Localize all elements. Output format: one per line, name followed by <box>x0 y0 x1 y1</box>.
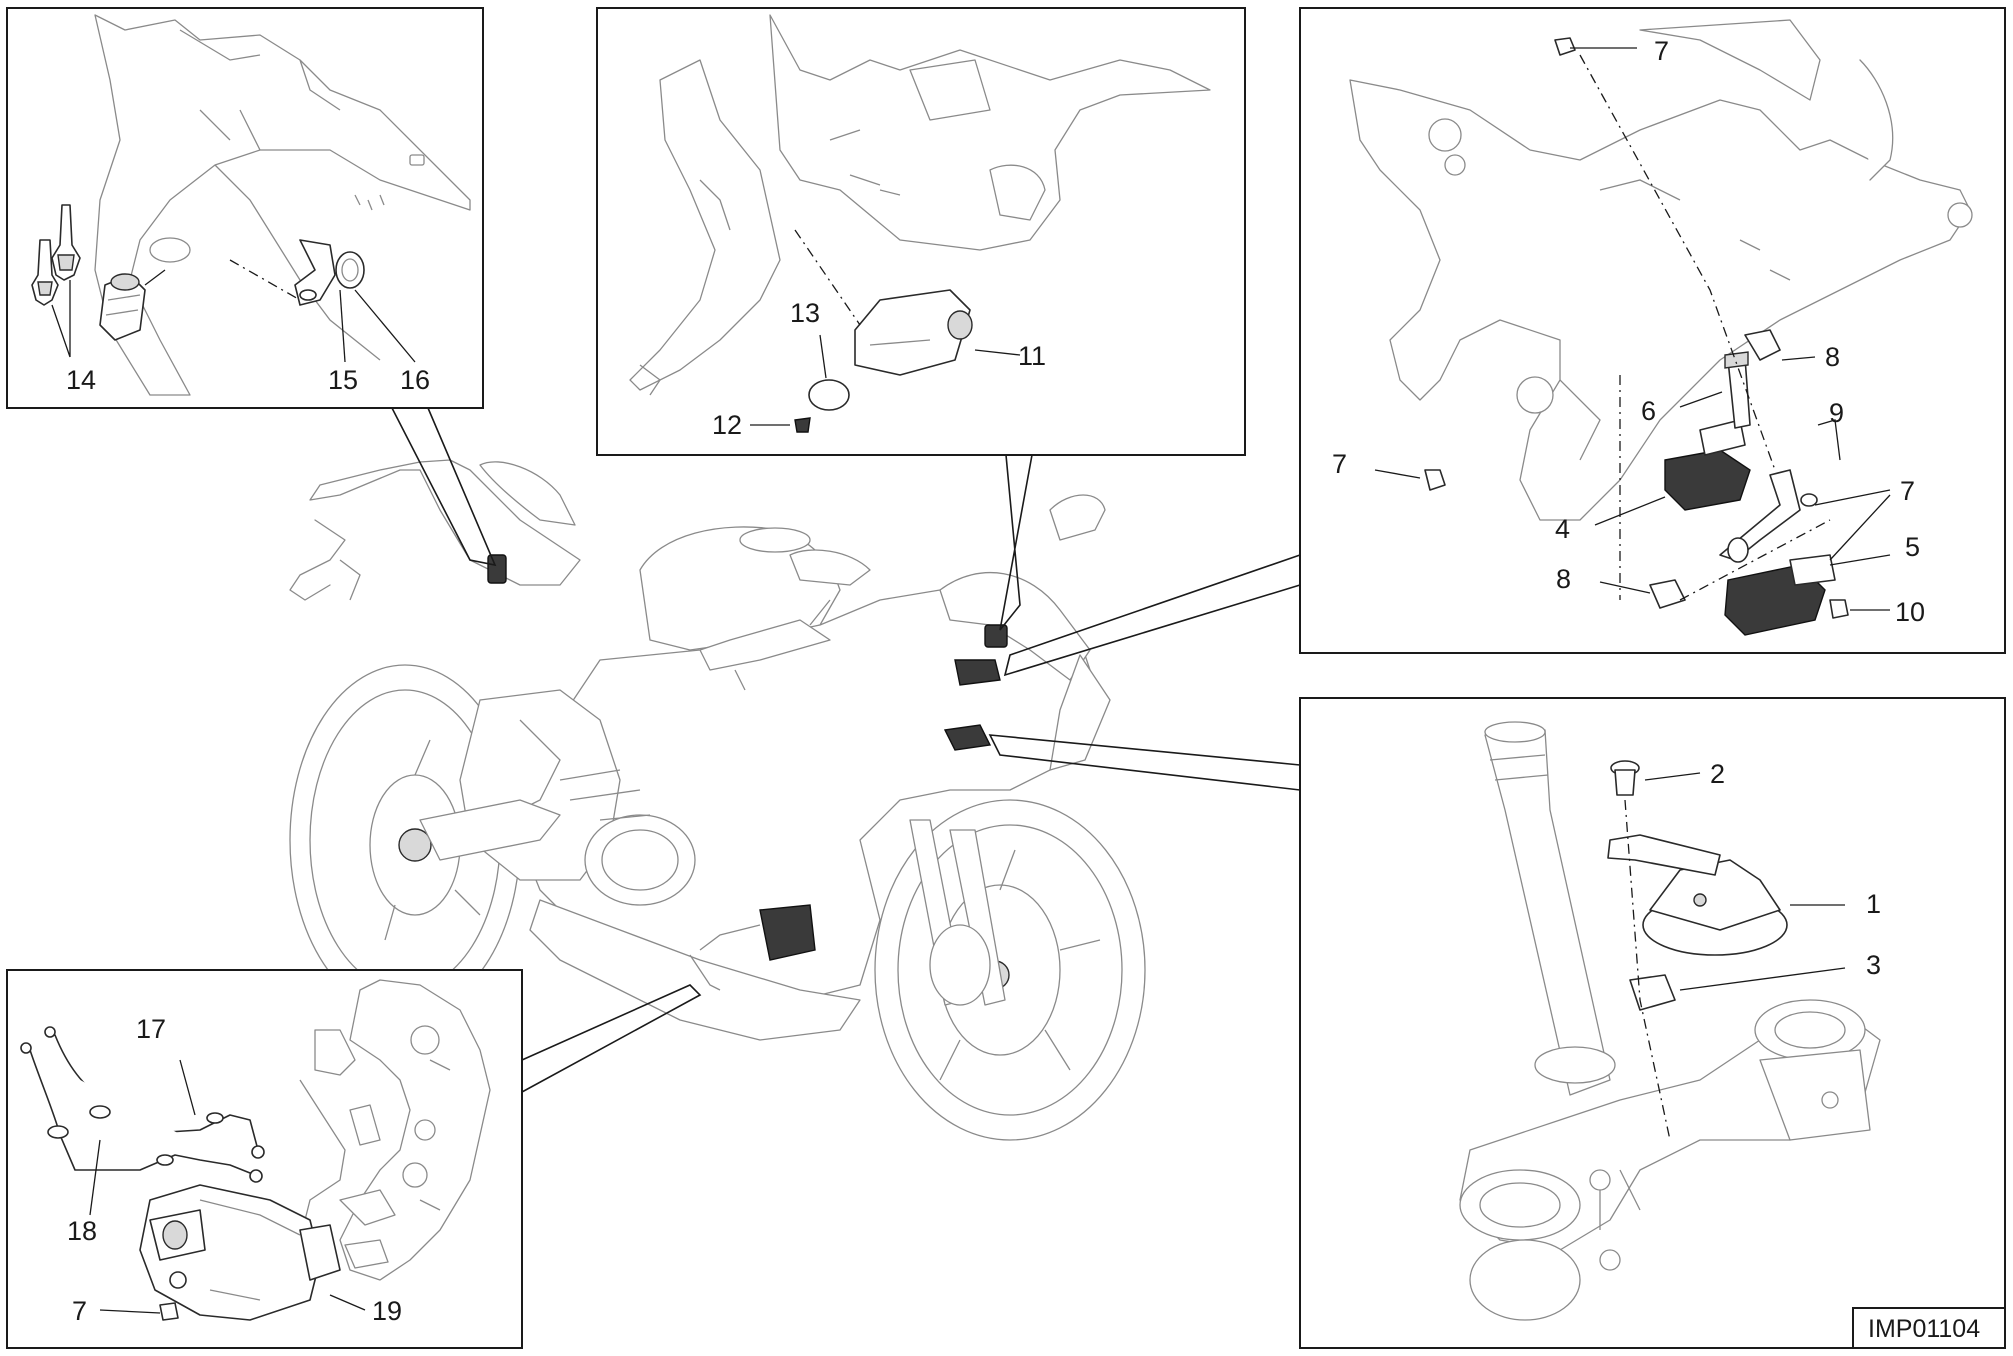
panel-dashboard-module: 11 13 12 <box>596 7 1246 456</box>
label-1: 1 <box>1866 889 1881 919</box>
nut-10 <box>1829 599 1849 619</box>
label-11: 11 <box>1018 341 1046 371</box>
label-9: 9 <box>1829 398 1844 428</box>
bike-ignition-switch-marker <box>487 554 507 584</box>
ignition-keys <box>31 204 81 306</box>
drawing-code: IMP01104 <box>1868 1315 1980 1343</box>
rubber-mount-lower <box>1649 579 1686 609</box>
callout-leaders <box>391 407 1301 1093</box>
nut-left <box>1424 469 1446 491</box>
motorcycle-overview <box>289 459 1146 1141</box>
label-12: 12 <box>712 410 742 440</box>
lock-bracket <box>294 239 336 306</box>
dash-screw <box>794 417 811 433</box>
panel-horn: IMP01104 <box>1299 697 2006 1349</box>
label-2: 2 <box>1710 759 1725 789</box>
nut-top <box>1554 37 1576 56</box>
bike-abs-unit-marker <box>759 904 816 961</box>
brake-hoses <box>20 1026 265 1183</box>
label-3: 3 <box>1866 950 1881 980</box>
abs-hydraulic-unit <box>139 1184 341 1321</box>
label-7-top: 7 <box>1654 36 1669 66</box>
label-5: 5 <box>1905 532 1920 562</box>
lock-grommet <box>335 251 365 289</box>
bike-dash-module-marker <box>984 624 1008 648</box>
fork-stanchion <box>1484 721 1611 1096</box>
label-7-right: 7 <box>1900 476 1915 506</box>
label-8-lower: 8 <box>1556 564 1571 594</box>
label-7-abs: 7 <box>72 1296 87 1326</box>
label-18: 18 <box>67 1216 97 1246</box>
panel-frame-d <box>1299 697 2006 1349</box>
panel-abs-unit: 17 18 7 19 <box>6 969 523 1349</box>
horn-spacer <box>1629 974 1676 1011</box>
rubber-mount-upper <box>1744 329 1781 361</box>
panel-ignition-switch: 14 15 16 <box>6 7 484 409</box>
label-19: 19 <box>372 1296 402 1326</box>
horn-screw <box>1610 760 1640 796</box>
label-8-upper: 8 <box>1825 342 1840 372</box>
label-14: 14 <box>66 365 96 395</box>
triple-clamp <box>1459 999 1881 1321</box>
label-7-left: 7 <box>1332 449 1347 479</box>
label-10: 10 <box>1895 597 1925 627</box>
relay-bracket-upper <box>1664 419 1751 511</box>
label-4: 4 <box>1555 514 1570 544</box>
drawing-code-box <box>1852 1307 2006 1349</box>
panel-relay-bracket: 7 8 6 9 7 7 4 5 8 10 <box>1299 7 2006 654</box>
horn-bracket <box>1607 834 1721 876</box>
ignition-lock-cylinder <box>99 269 166 341</box>
label-6: 6 <box>1641 396 1656 426</box>
dashboard-unit <box>854 289 973 376</box>
label-16: 16 <box>400 365 430 395</box>
bike-relay-bracket-marker <box>954 659 1001 686</box>
bike-horn-marker <box>943 724 992 751</box>
label-17: 17 <box>136 1014 166 1044</box>
label-15: 15 <box>328 365 358 395</box>
relay-bracket-lower <box>1724 554 1836 636</box>
abs-nut <box>159 1302 179 1321</box>
label-13: 13 <box>790 298 820 328</box>
dash-grommet <box>808 379 850 411</box>
horn <box>1642 859 1788 956</box>
